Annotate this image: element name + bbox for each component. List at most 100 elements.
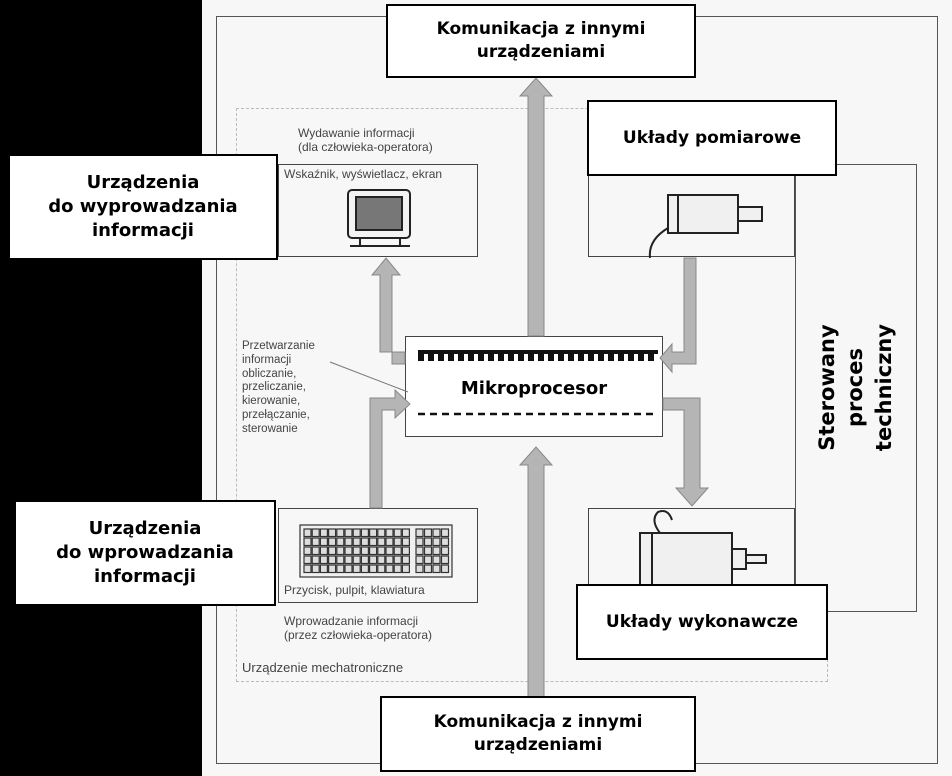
processor-pins [418, 352, 654, 361]
keyboard-key [311, 528, 320, 538]
keyboard-key [352, 546, 361, 556]
keypad-key [432, 555, 441, 565]
actuators-box: Układy wykonawcze [576, 584, 828, 660]
keyboard-key [377, 537, 386, 547]
bottom-communication-box: Komunikacja z innymi urządzeniami [380, 696, 696, 772]
arrow-from-keyboard [369, 388, 411, 509]
keyboard-key [352, 564, 361, 574]
processor-pin [568, 352, 574, 361]
keyboard-key [303, 555, 312, 565]
processor-pin [458, 352, 464, 361]
processor-pin [578, 352, 584, 361]
process-frame [795, 164, 917, 612]
actuators-label: Układy wykonawcze [605, 611, 799, 632]
keypad-key [415, 546, 424, 556]
keypad-key [423, 528, 433, 538]
keyboard-key [360, 537, 369, 547]
processor-pin [438, 352, 444, 361]
keyboard-key [328, 564, 337, 574]
keyboard-key [344, 564, 353, 574]
process-label-wrap: Sterowany proces techniczny [795, 164, 917, 612]
processor-pin [418, 352, 424, 361]
keyboard-key [336, 528, 345, 538]
processor-pin [528, 352, 534, 361]
keyboard-key [401, 546, 410, 556]
display-devices-caption: Wskaźnik, wyświetlacz, ekran [284, 167, 443, 181]
processor-pin [468, 352, 474, 361]
keypad-key [415, 555, 424, 565]
top-communication-box: Komunikacja z innymi urządzeniami [386, 4, 696, 78]
processing-leader-line [329, 361, 409, 393]
keyboard-key [401, 555, 410, 565]
keyboard-key [303, 528, 312, 538]
keypad-key [440, 528, 450, 538]
keyboard-key [311, 555, 320, 565]
keyboard-key [344, 546, 353, 556]
arrow-from-bottom-communication [518, 446, 554, 701]
keyboard-devices-caption: Przycisk, pulpit, klawiatura [284, 583, 425, 597]
processor-label: Mikroprocesor [460, 378, 608, 399]
measuring-systems-box: Układy pomiarowe [587, 100, 837, 176]
processing-caption: Przetwarzanie informacji obliczanie, prz… [242, 340, 315, 435]
processor-pin [588, 352, 594, 361]
keyboard-key [311, 537, 320, 547]
processor-pin [548, 352, 554, 361]
keyboard-key [336, 546, 345, 556]
keyboard-key [311, 546, 320, 556]
output-devices-box: Urządzenia do wyprowadzania informacji [8, 154, 278, 260]
keyboard-key [344, 537, 353, 547]
keyboard-key [377, 564, 386, 574]
bottom-communication-label: Komunikacja z innymi urządzeniami [433, 712, 643, 755]
arrow-to-top-communication [518, 77, 554, 337]
processor-pin [558, 352, 564, 361]
keyboard-key [393, 546, 402, 556]
keyboard-key [336, 537, 345, 547]
keyboard-key [311, 564, 320, 574]
keyboard-key [344, 555, 353, 565]
keypad-key [432, 537, 441, 547]
keypad-key [415, 537, 424, 547]
keyboard-key [352, 537, 361, 547]
keyboard-key [369, 564, 378, 574]
keypad-key [440, 555, 450, 565]
keyboard-icon [299, 524, 453, 578]
keyboard-key [319, 564, 328, 574]
keypad-key [432, 528, 441, 538]
processor-pin [638, 352, 644, 361]
output-info-caption: Wydawanie informacji (dla człowieka-oper… [298, 126, 433, 155]
mechatronic-device-caption: Urządzenie mechatroniczne [242, 660, 404, 675]
processor-pin [498, 352, 504, 361]
keyboard-key [385, 537, 394, 547]
keyboard-key [377, 546, 386, 556]
keypad-key [432, 564, 441, 574]
output-devices-label: Urządzenia do wyprowadzania informacji [48, 171, 238, 242]
keyboard-key [369, 555, 378, 565]
keyboard-key [336, 555, 345, 565]
keyboard-key [385, 546, 394, 556]
arrow-to-display [370, 257, 406, 365]
keyboard-key [360, 528, 369, 538]
keyboard-key [360, 564, 369, 574]
keypad-key [440, 564, 450, 574]
keypad-key [423, 555, 433, 565]
keyboard-key [319, 537, 328, 547]
keyboard-key [393, 555, 402, 565]
keypad-key [423, 546, 433, 556]
keyboard-key [401, 564, 410, 574]
keyboard-key [377, 555, 386, 565]
keyboard-key [360, 555, 369, 565]
keypad-key [415, 528, 424, 538]
input-devices-label: Urządzenia do wprowadzania informacji [56, 517, 234, 588]
keyboard-key [377, 528, 386, 538]
keypad-key [440, 537, 450, 547]
keyboard-key [369, 546, 378, 556]
measuring-systems-label: Układy pomiarowe [622, 127, 802, 148]
processor-pin [488, 352, 494, 361]
keypad-key [440, 546, 450, 556]
process-label: Sterowany proces techniczny [815, 324, 897, 452]
top-communication-label: Komunikacja z innymi urządzeniami [436, 19, 646, 62]
keyboard-key [393, 564, 402, 574]
processor-pin [478, 352, 484, 361]
keypad-key [432, 546, 441, 556]
processor-pin [628, 352, 634, 361]
